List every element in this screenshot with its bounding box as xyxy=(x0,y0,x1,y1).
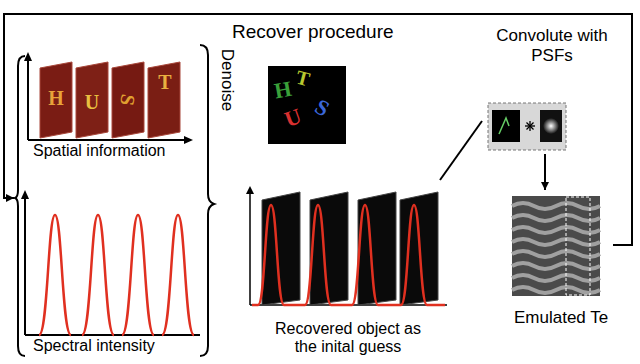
convolve-symbol xyxy=(527,123,534,130)
node-caption: Spatial information xyxy=(33,142,193,160)
edge-label: Recover procedure xyxy=(232,22,394,41)
object-mark xyxy=(499,118,509,134)
spectral-peak xyxy=(162,215,194,335)
convolution-step: Convolute with PSFs xyxy=(482,26,622,154)
image-letter: U xyxy=(85,92,99,112)
fringe xyxy=(512,287,600,293)
fringe xyxy=(512,275,600,281)
psf-panel xyxy=(488,103,566,150)
arrow-head xyxy=(6,194,14,202)
emulated-image xyxy=(512,196,600,296)
spatial-stack: Spatial information xyxy=(14,50,200,200)
node-caption: Emulated Te xyxy=(514,308,613,328)
image-letter: U xyxy=(282,105,304,131)
selection-box xyxy=(566,197,590,295)
axis-line xyxy=(249,192,251,305)
axis-line xyxy=(28,139,186,141)
fringe xyxy=(512,215,600,221)
psf-patch xyxy=(540,110,562,142)
connector xyxy=(4,14,632,245)
fringe xyxy=(512,239,600,245)
image-letter: S xyxy=(311,95,333,120)
axis-head xyxy=(184,136,193,144)
fringe xyxy=(512,203,600,209)
emulated-image: Emulated Te xyxy=(508,190,613,330)
spectral-peak xyxy=(39,215,71,335)
axis-head xyxy=(21,190,29,199)
spectral-curve xyxy=(252,205,445,305)
image-letter: T xyxy=(158,72,171,92)
connector-line xyxy=(4,14,632,245)
image-frame xyxy=(148,62,180,138)
image-frame xyxy=(76,62,108,138)
object-patch xyxy=(492,110,520,142)
fringe xyxy=(512,227,600,233)
fringe xyxy=(512,251,600,257)
recovered-object: Recovered object as the inital guess xyxy=(240,180,455,359)
color-image xyxy=(268,66,346,144)
psf-spot xyxy=(543,118,559,134)
axis-line xyxy=(27,58,29,140)
connector xyxy=(440,121,482,180)
axis-head xyxy=(246,186,254,194)
connector-line xyxy=(440,121,482,180)
convolve-symbol xyxy=(527,123,534,130)
node-caption: Recovered object as the inital guess xyxy=(268,320,428,357)
image-frame xyxy=(112,62,144,138)
right-brace xyxy=(200,45,214,356)
image-letter: S xyxy=(117,93,139,107)
step-label: Denoise xyxy=(219,49,236,111)
axis-line xyxy=(24,196,26,335)
axis-head xyxy=(24,52,32,61)
spectral-peak xyxy=(82,215,114,335)
spectral-peak xyxy=(122,215,154,335)
arrow-head xyxy=(541,182,549,190)
image-frame xyxy=(40,62,72,138)
spectrum-plot: Spectral intensity xyxy=(16,188,206,357)
connector xyxy=(541,154,549,190)
image-letter: H xyxy=(273,78,294,103)
image-letter: T xyxy=(294,67,312,90)
node-caption: Convolute with PSFs xyxy=(492,26,612,65)
fringe xyxy=(512,263,600,269)
left-brace xyxy=(15,56,25,356)
image-letter: H xyxy=(48,88,64,108)
node-caption: Spectral intensity xyxy=(33,337,203,355)
